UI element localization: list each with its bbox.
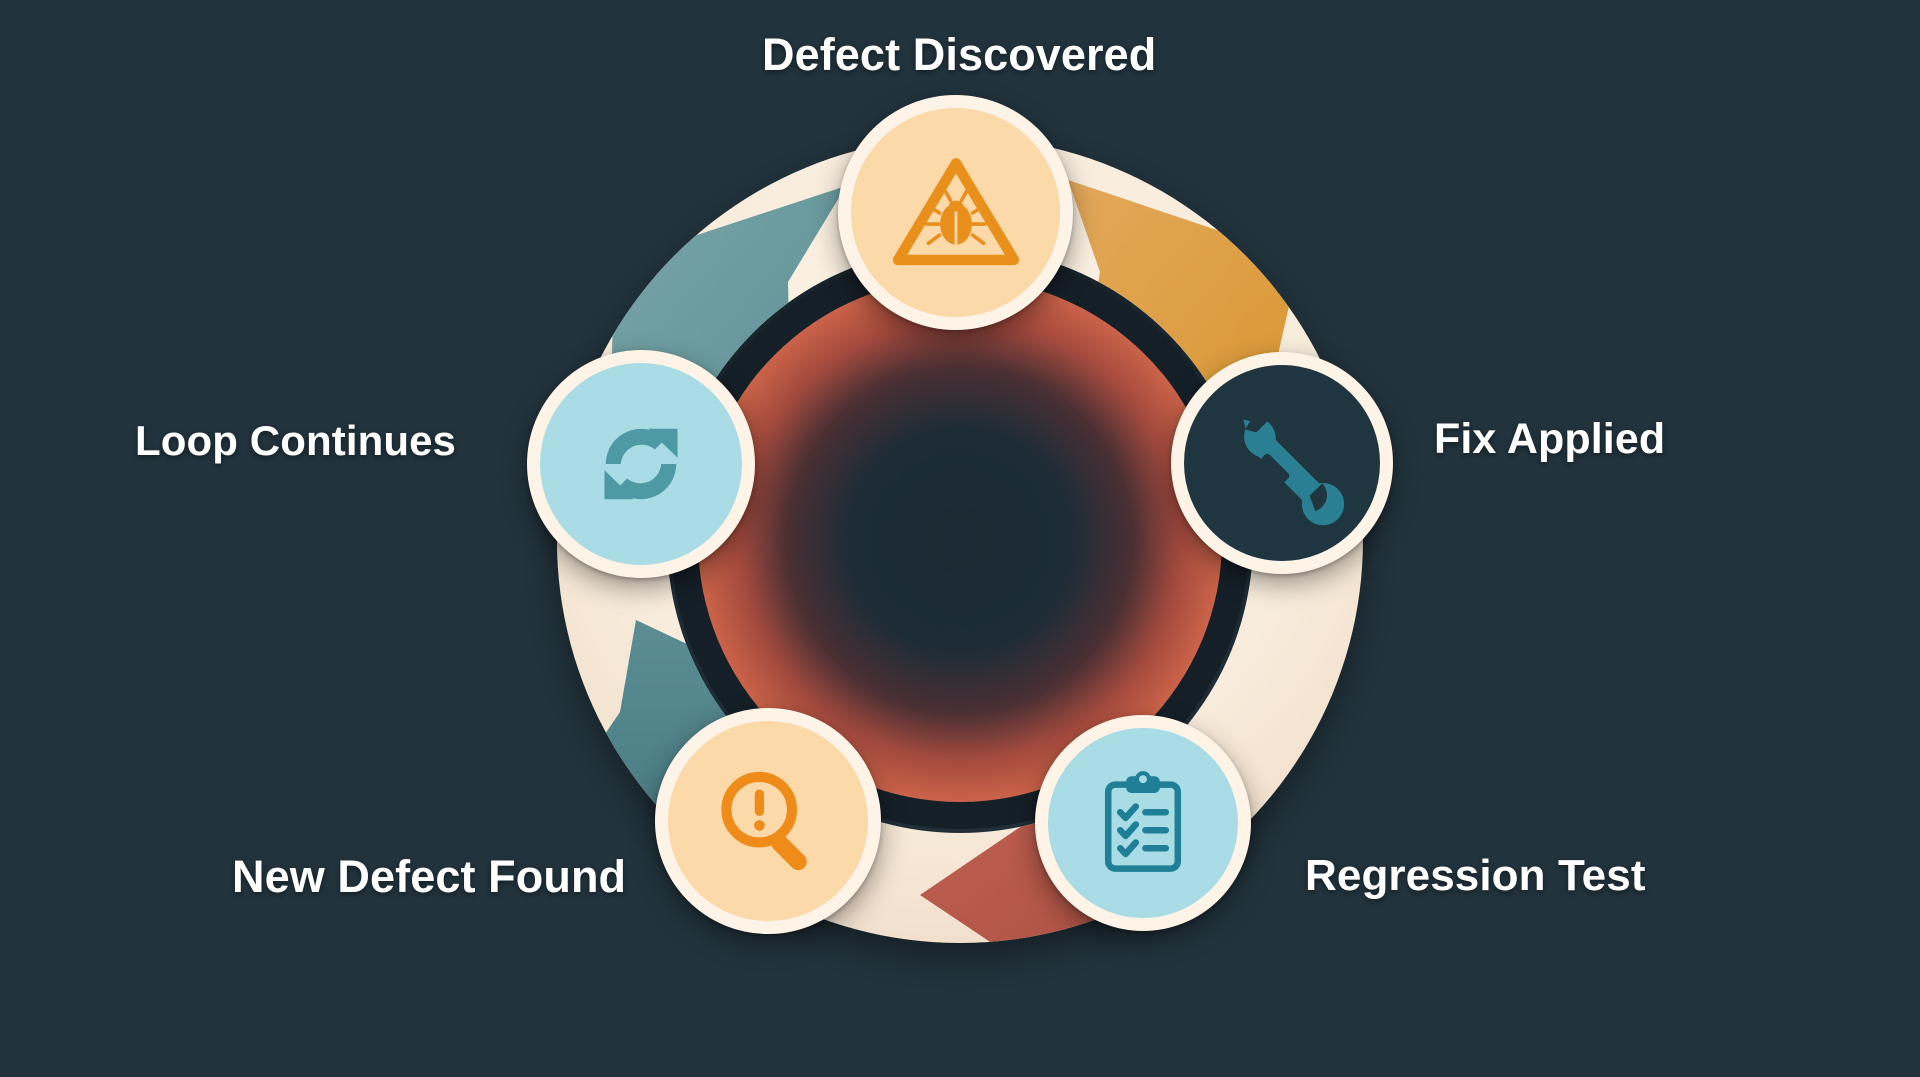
magnifier-alert-icon	[721, 771, 807, 871]
node-regression-test[interactable]	[1035, 715, 1251, 931]
clipboard-checklist-icon	[1104, 771, 1182, 872]
node-label-defect-discovered: Defect Discovered	[762, 29, 1157, 80]
refresh-cycle-icon	[604, 428, 678, 500]
node-label-regression-test: Regression Test	[1305, 851, 1646, 900]
bug-warning-triangle-icon	[892, 157, 1019, 265]
node-new-defect-found[interactable]	[655, 708, 881, 934]
node-label-loop-continues: Loop Continues	[135, 417, 457, 464]
inner-glow-disc	[698, 278, 1222, 802]
node-loop-continues[interactable]	[527, 350, 755, 578]
node-label-new-defect-found: New Defect Found	[232, 851, 627, 902]
node-fix-applied[interactable]	[1171, 352, 1393, 574]
node-defect-discovered[interactable]	[838, 95, 1073, 330]
node-label-fix-applied: Fix Applied	[1434, 415, 1666, 463]
wrench-icon	[1243, 419, 1345, 526]
